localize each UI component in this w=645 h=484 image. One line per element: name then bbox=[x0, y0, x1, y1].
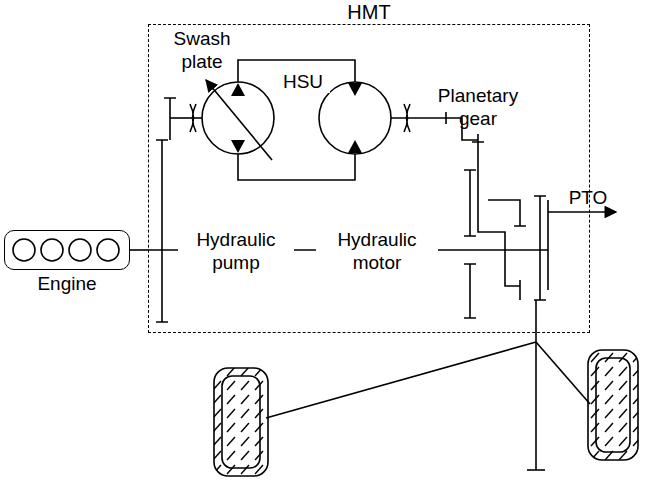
pto-arrow bbox=[556, 211, 616, 213]
flow-triangle bbox=[231, 140, 245, 153]
flow-triangle bbox=[231, 83, 245, 96]
hsu-line bbox=[238, 154, 355, 180]
input-gear bbox=[156, 140, 168, 322]
planetary-ring bbox=[488, 200, 526, 226]
part-name: PTO bbox=[562, 186, 614, 209]
drawing-stroke bbox=[214, 350, 638, 476]
planetary-ring bbox=[505, 250, 520, 300]
drawing-stroke bbox=[13, 239, 35, 261]
wheel bbox=[596, 358, 630, 452]
part-name: Planetary gear bbox=[424, 84, 532, 130]
wheel bbox=[214, 368, 268, 476]
part-name: Hydraulic motor bbox=[316, 228, 438, 274]
axle-line bbox=[536, 342, 590, 404]
pump-coupling bbox=[190, 104, 196, 132]
planetary-gear bbox=[472, 134, 484, 150]
part-name: Hydraulic pump bbox=[178, 228, 294, 274]
engine-box: Engine bbox=[4, 230, 130, 270]
pump-gear bbox=[164, 98, 176, 140]
drawing-stroke bbox=[97, 239, 119, 261]
output-gear bbox=[534, 196, 546, 300]
node-label: HMT bbox=[149, 1, 589, 23]
part-name: Swash plate bbox=[160, 27, 244, 73]
pto-gear bbox=[548, 200, 556, 290]
drawing-stroke bbox=[41, 239, 63, 261]
engine-cylinders bbox=[13, 239, 119, 261]
wheel bbox=[222, 376, 260, 468]
drawing-stroke bbox=[69, 239, 91, 261]
wheel bbox=[588, 350, 638, 460]
swash-plate-arrow bbox=[206, 80, 272, 160]
flow-triangle bbox=[348, 83, 362, 96]
planetary-planet bbox=[464, 170, 476, 236]
motor-coupling bbox=[404, 104, 410, 132]
drive-shaft bbox=[535, 300, 537, 470]
flow-triangle bbox=[348, 140, 362, 153]
node-label: Engine bbox=[5, 273, 129, 295]
axle-line bbox=[266, 342, 536, 418]
planetary-planet bbox=[464, 264, 476, 318]
drawing-stroke bbox=[231, 83, 362, 153]
pump-shaft bbox=[170, 117, 202, 119]
part-name: HSU bbox=[276, 70, 330, 93]
engine-shaft-connector bbox=[130, 249, 148, 251]
motor-shaft bbox=[391, 117, 446, 119]
drive-shaft bbox=[527, 469, 545, 471]
